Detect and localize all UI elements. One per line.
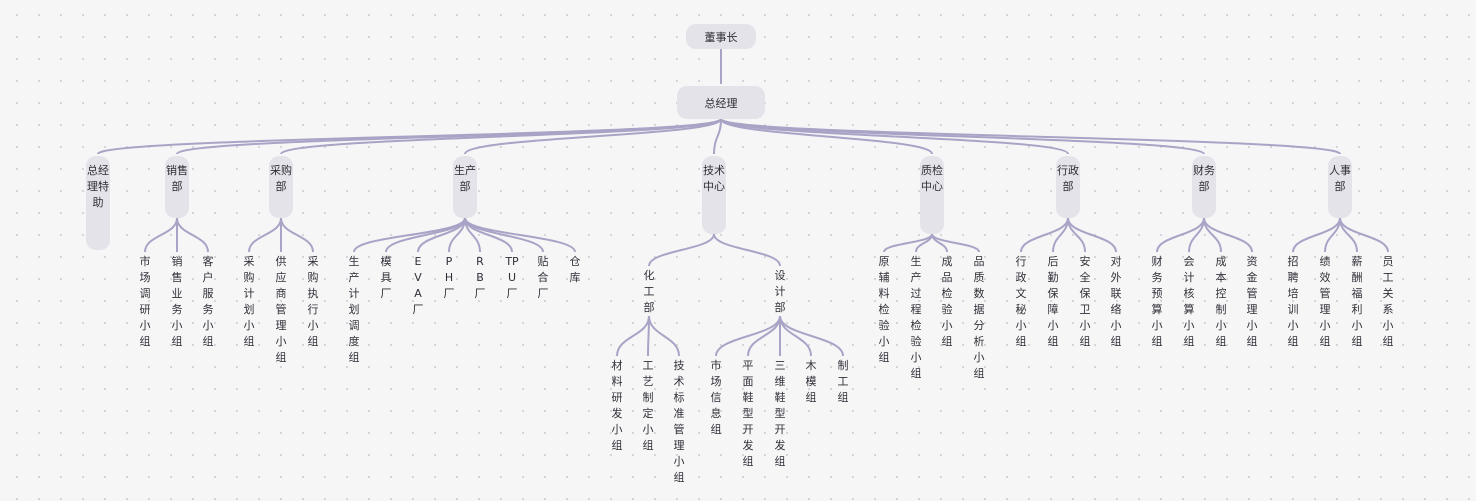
- factory-eva[interactable]: EVA厂: [412, 255, 424, 316]
- team-process-qc[interactable]: 生产过程检验小组: [910, 255, 922, 380]
- team-employee-relations[interactable]: 员工关系小组: [1382, 255, 1394, 348]
- team-quality-data[interactable]: 品质数据分析小组: [973, 255, 985, 380]
- connector-gm-d5: [720, 118, 933, 155]
- connector-d3-d3c0: [353, 217, 466, 253]
- team-external-relations[interactable]: 对外联络小组: [1110, 255, 1122, 348]
- team-tech-standard[interactable]: 技术标准管理小组: [673, 359, 685, 484]
- team-customer-service[interactable]: 客户服务小组: [202, 255, 214, 348]
- connector-d4c1-d4c1c3: [779, 315, 812, 357]
- dept-chemical[interactable]: 化工部: [643, 269, 655, 314]
- team-security[interactable]: 安全保卫小组: [1079, 255, 1091, 348]
- connector-d4c1-d4c1c0: [715, 315, 781, 357]
- connector-gm-d1: [176, 118, 722, 155]
- team-secretarial[interactable]: 行政文秘小组: [1015, 255, 1027, 348]
- dept-design[interactable]: 设计部: [774, 269, 786, 314]
- dept-qc-center[interactable]: 质检中心: [920, 156, 944, 234]
- team-treasury[interactable]: 资金管理小组: [1246, 255, 1258, 348]
- dept-admin[interactable]: 行政部: [1056, 156, 1080, 218]
- factory-laminating[interactable]: 贴合厂: [537, 255, 549, 300]
- team-purchase-plan[interactable]: 采购计划小组: [243, 255, 255, 348]
- team-logistics[interactable]: 后勤保障小组: [1047, 255, 1059, 348]
- dept-finance[interactable]: 财务部: [1192, 156, 1216, 218]
- team-material-rd[interactable]: 材料研发小组: [611, 359, 623, 452]
- factory-tpu[interactable]: TPU厂: [505, 255, 519, 300]
- connector-d4c0-d4c0c0: [616, 315, 650, 357]
- dept-tech-center[interactable]: 技术中心: [702, 156, 726, 234]
- connector-d7-d7c3: [1203, 217, 1253, 253]
- dept-sales[interactable]: 销售部: [165, 156, 189, 218]
- team-compensation[interactable]: 薪酬福利小组: [1351, 255, 1363, 348]
- connector-d3-d3c1: [385, 217, 466, 253]
- warehouse[interactable]: 仓库: [569, 255, 581, 284]
- connector-d5-d5c3: [931, 233, 980, 253]
- connector-d4c1-d4c1c1: [747, 315, 781, 357]
- team-market-research[interactable]: 市场调研小组: [139, 255, 151, 348]
- connector-gm-d3: [464, 118, 722, 155]
- connector-gm-d2: [280, 118, 722, 155]
- connector-d4-d4c0: [648, 233, 715, 267]
- connector-d6-d6c3: [1067, 217, 1117, 253]
- connector-gm-d4: [713, 118, 722, 155]
- team-wood-mold[interactable]: 木模组: [805, 359, 817, 404]
- connector-d1-d1c0: [144, 217, 178, 253]
- dept-production[interactable]: 生产部: [453, 156, 477, 218]
- factory-rb[interactable]: RB厂: [474, 255, 486, 300]
- connector-d2-d2c0: [248, 217, 282, 253]
- team-sales-business[interactable]: 销售业务小组: [171, 255, 183, 348]
- connector-d8-d8c3: [1339, 217, 1389, 253]
- connector-d1-d1c2: [176, 217, 209, 253]
- team-supplier-mgmt[interactable]: 供应商管理小组: [275, 255, 287, 364]
- connector-d4c0-d4c0c1: [647, 315, 650, 357]
- node-general-manager[interactable]: 总经理: [677, 86, 765, 119]
- connector-d2-d2c2: [280, 217, 314, 253]
- connector-d3-d3c7: [464, 217, 576, 253]
- team-2d-shoe-dev[interactable]: 平面鞋型开发组: [742, 359, 754, 468]
- connector-gm-d7: [720, 118, 1205, 155]
- team-purchase-exec[interactable]: 采购执行小组: [307, 255, 319, 348]
- connector-d4c0-d4c0c2: [648, 315, 680, 357]
- node-root[interactable]: 董事长: [686, 24, 756, 49]
- team-budget[interactable]: 财务预算小组: [1151, 255, 1163, 348]
- team-accounting[interactable]: 会计核算小组: [1183, 255, 1195, 348]
- team-recruitment[interactable]: 招聘培训小组: [1287, 255, 1299, 348]
- dept-assistant[interactable]: 总经理特助: [86, 156, 110, 250]
- team-3d-shoe-dev[interactable]: 三维鞋型开发组: [774, 359, 786, 468]
- team-cost-control[interactable]: 成本控制小组: [1215, 255, 1227, 348]
- connector-gm-d6: [720, 118, 1069, 155]
- team-finished-qc[interactable]: 成品检验小组: [941, 255, 953, 348]
- dept-purchasing[interactable]: 采购部: [269, 156, 293, 218]
- connector-d3-d3c6: [464, 217, 544, 253]
- team-process-spec[interactable]: 工艺制定小组: [642, 359, 654, 452]
- team-raw-material-qc[interactable]: 原辅料检验小组: [878, 255, 890, 364]
- connector-gm-d8: [720, 118, 1341, 155]
- team-performance[interactable]: 绩效管理小组: [1319, 255, 1331, 348]
- factory-mold[interactable]: 模具厂: [380, 255, 392, 300]
- dept-hr[interactable]: 人事部: [1328, 156, 1352, 218]
- connector-d4c1-d4c1c4: [779, 315, 844, 357]
- team-market-info[interactable]: 市场信息组: [710, 359, 722, 436]
- connector-d4-d4c1: [713, 233, 781, 267]
- team-tooling[interactable]: 制工组: [837, 359, 849, 404]
- team-production-plan[interactable]: 生产计划调度组: [348, 255, 360, 364]
- factory-ph[interactable]: PH厂: [443, 255, 455, 300]
